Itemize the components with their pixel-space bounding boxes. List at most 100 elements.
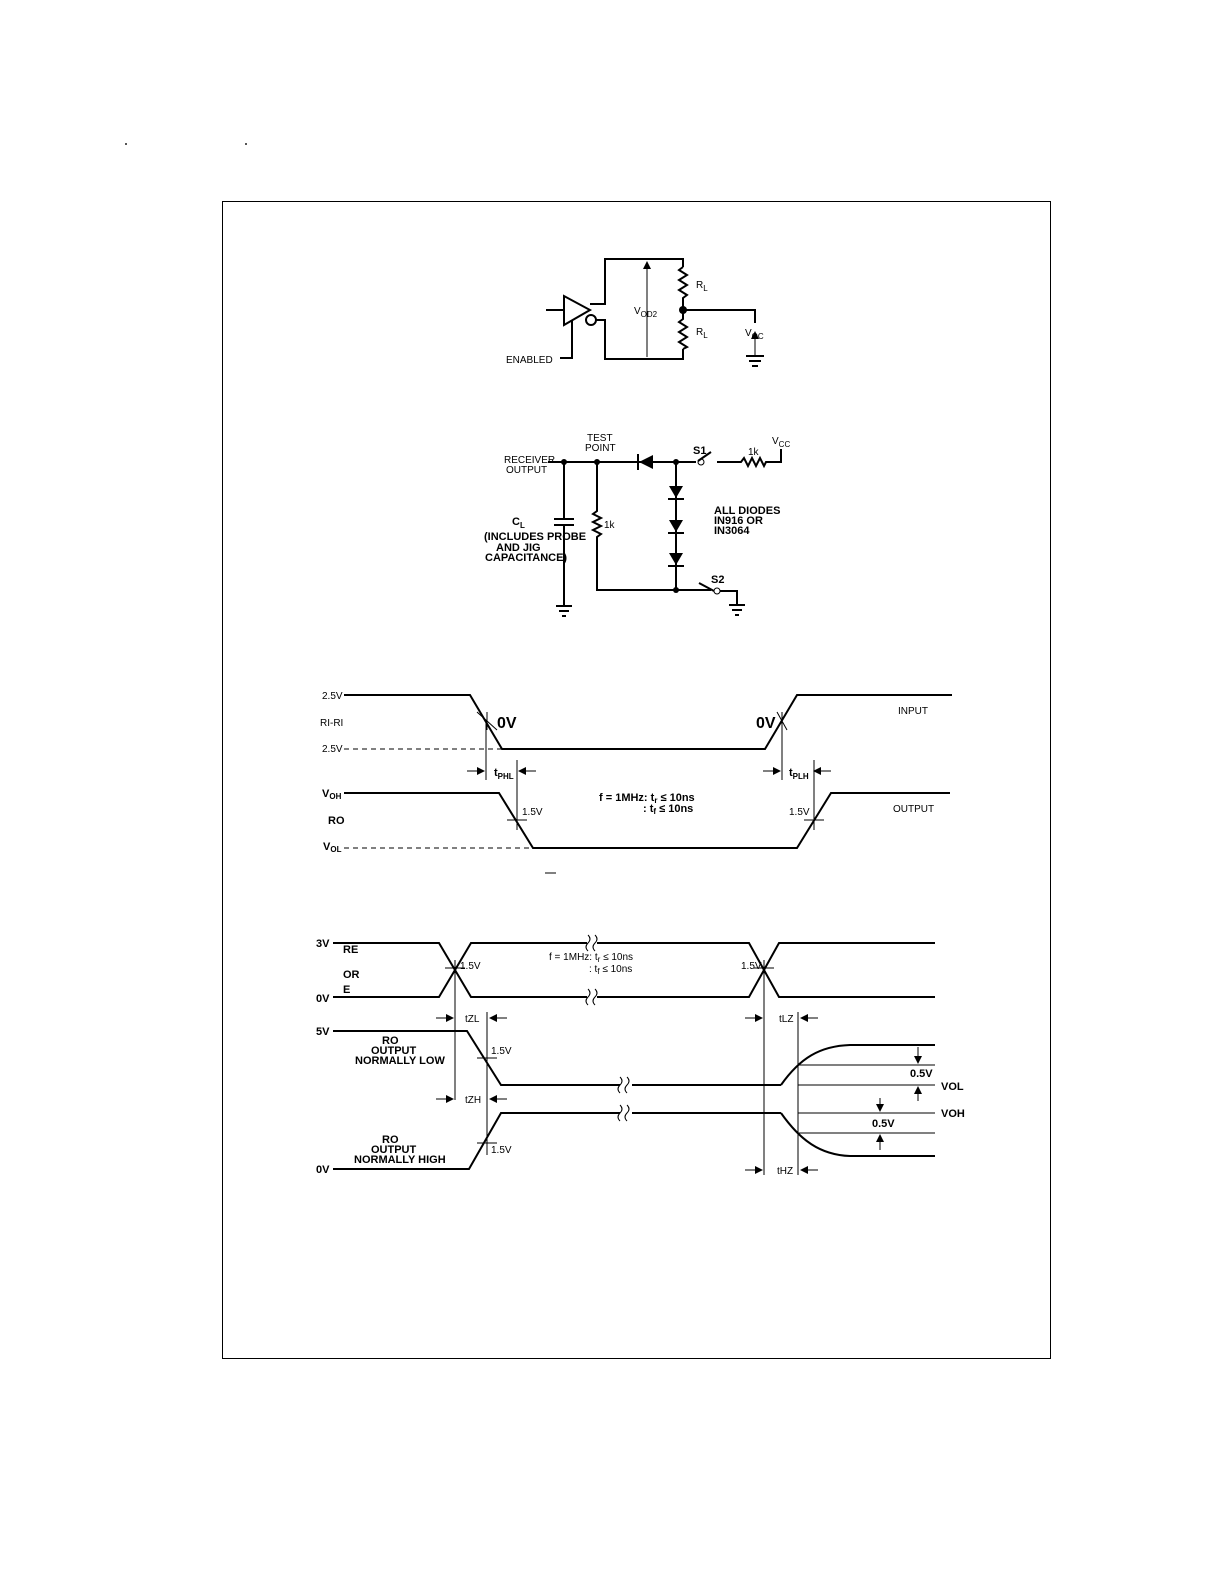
ro-low-label: RO [382,1035,399,1047]
frequency-note: : tf ≤ 10ns [643,803,693,816]
string-diode-3 [669,553,683,565]
propagation-delay-timing: 2.5V RI-RI 2.5V 0V 0V tPHL tPLH VOH RO V… [320,691,952,874]
vcc-label: VCC [772,436,790,449]
vod2-test-circuit: ENABLED VOD2 RL RL VOC [506,258,764,367]
threshold-top-right: 1.5V [741,961,762,972]
diodes-note: IN3064 [714,525,750,537]
axis-break-mark [585,988,591,1006]
receiver-output-label: RECEIVER [504,455,555,466]
axis-break-mark [624,1076,630,1094]
tzl-label: tZL [465,1014,480,1025]
zero-volt-right: 0V [756,715,776,732]
axis-break-mark [592,988,598,1006]
s2-ground-wire [720,590,738,604]
vod2-label: VOD2 [634,306,658,319]
cl-note: AND JIG [496,542,541,554]
test-point-label: POINT [585,443,616,454]
input-tag: INPUT [898,706,928,717]
input-signal-label: RI-RI [320,718,343,729]
threshold-low: 1.5V [491,1046,512,1057]
threshold-top-left: 1.5V [460,961,481,972]
frequency-note: f = 1MHz: tr ≤ 10ns [599,792,695,805]
enable-waveform-low [597,942,935,998]
cl-note: (INCLUDES PROBE [484,531,586,543]
axis-break-mark [585,934,591,952]
series-1k-resistor [717,449,782,469]
rl-bottom-label: RL [696,327,708,340]
level-0v-top: 0V [316,993,330,1005]
frequency-note: : tf ≤ 10ns [589,964,632,976]
level-0v-bottom: 0V [316,1164,330,1176]
rl-bottom-resistor [677,310,690,350]
or-label: OR [343,969,360,981]
shunt-1k-label: 1k [604,520,616,531]
delta-low-label: 0.5V [910,1068,933,1080]
input-waveform [344,694,952,750]
vol-label: VOL [323,841,342,854]
voh-label: VOH [322,788,342,801]
s1-label: S1 [693,445,706,457]
enable-waveform-high [597,942,935,998]
driver-output-a-wire [590,258,684,305]
delta-high-label: 0.5V [872,1118,895,1130]
enable-wire [560,320,573,359]
ro-high-label: NORMALLY HIGH [354,1154,446,1166]
level-5v: 5V [316,1026,330,1038]
input-low-level: 2.5V [322,744,343,755]
scan-speck [125,143,127,145]
s2-contact [713,587,721,595]
level-3v: 3V [316,938,330,950]
receiver-output-label: OUTPUT [506,465,547,476]
axis-break-mark [624,1104,630,1122]
axis-break-mark [617,1104,623,1122]
tlz-label: tLZ [779,1014,793,1025]
voh-label: VOH [941,1108,965,1120]
diodes-note: IN916 OR [714,515,763,527]
threshold-left: 1.5V [522,807,543,818]
rl-top-resistor [677,266,689,310]
driver-output-b-wire [596,319,684,360]
zero-volt-left: 0V [497,715,517,732]
enable-disable-timing: 3V 0V 5V 0V RE OR E 1.5V 1.5V f = 1MHz: … [316,934,965,1177]
threshold-right: 1.5V [789,807,810,818]
s1-contact [697,458,705,466]
series-1k-label: 1k [748,447,760,458]
tzh-label: tZH [465,1095,481,1106]
tphl-label: tPHL [494,767,514,781]
s2-switch-blade[interactable] [698,582,715,592]
string-diode-2 [669,520,683,532]
ro-high-label: RO [382,1134,399,1146]
cl-label: CL [512,516,525,530]
ro-normally-high-waveform [333,1112,620,1170]
receiver-test-load: RECEIVER OUTPUT TEST POINT S1 S2 1k 1k V… [484,433,790,617]
diodes-note: ALL DIODES [714,505,780,517]
series-diode [639,455,653,469]
vol-label: VOL [941,1081,964,1093]
output-waveform [344,792,950,849]
threshold-high: 1.5V [491,1145,512,1156]
ro-label: RO [328,815,345,827]
output-tag: OUTPUT [893,804,934,815]
ro-normally-high-disable [780,1112,935,1157]
re-label: RE [343,944,358,956]
input-high-level: 2.5V [322,691,343,702]
cl-note: CAPACITANCE) [485,552,567,564]
ro-high-label: OUTPUT [371,1144,417,1156]
scan-speck [245,143,247,145]
shunt-1k-resistor [590,462,676,591]
axis-break-mark [617,1076,623,1094]
frequency-note: f = 1MHz: tr ≤ 10ns [549,952,633,964]
test-point-label: TEST [587,433,613,444]
tplh-label: tPLH [789,767,809,781]
rl-top-label: RL [696,280,708,293]
figure-frame [222,201,1051,1359]
s2-label: S2 [711,574,724,586]
string-diode-1 [669,486,683,498]
ro-low-label: NORMALLY LOW [355,1055,445,1067]
voc-label: VOC [745,328,764,341]
driver-inverting-bubble [585,314,597,326]
e-label: E [343,984,350,996]
thz-label: tHZ [777,1166,793,1177]
axis-break-mark [592,934,598,952]
